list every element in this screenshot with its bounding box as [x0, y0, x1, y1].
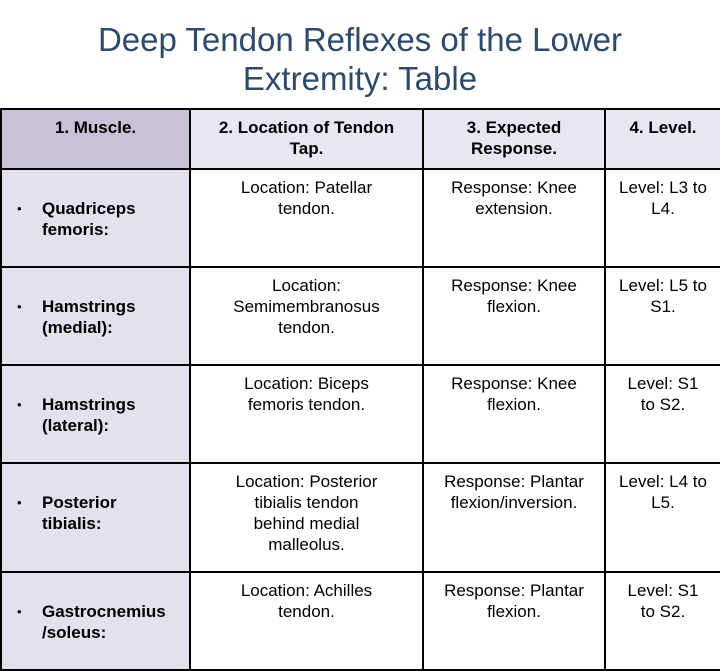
response-cell: Response: Knee flexion.: [422, 364, 606, 464]
muscle-cell: • Hamstrings (medial):: [0, 266, 191, 366]
muscle-cell: • Hamstrings (lateral):: [0, 364, 191, 464]
location-cell: Location: Patellar tendon.: [189, 168, 424, 268]
muscle-label: Hamstrings (lateral):: [42, 395, 136, 435]
col-header-level: 4. Level.: [604, 108, 720, 170]
level-cell: Level: S1 to S2.: [604, 571, 720, 671]
table-row: • Hamstrings (lateral): Location: Biceps…: [0, 364, 720, 464]
col-header-response: 3. Expected Response.: [422, 108, 606, 170]
level-cell: Level: L5 to S1.: [604, 266, 720, 366]
page-title-line-1: Deep Tendon Reflexes of the Lower: [97, 21, 623, 58]
bullet-icon: •: [17, 201, 22, 216]
muscle-cell: • Gastrocnemius /soleus:: [0, 571, 191, 671]
page-title: Deep Tendon Reflexes of the Lower Extrem…: [0, 20, 720, 98]
table-row: • Gastrocnemius /soleus: Location: Achil…: [0, 571, 720, 671]
table-header-row: 1. Muscle. 2. Location of Tendon Tap. 3.…: [0, 108, 720, 170]
bullet-icon: •: [17, 397, 22, 412]
bullet-icon: •: [17, 495, 22, 510]
table-row: • Hamstrings (medial): Location: Semimem…: [0, 266, 720, 366]
muscle-label: Gastrocnemius /soleus:: [42, 602, 166, 642]
muscle-label: Hamstrings (medial):: [42, 297, 136, 337]
muscle-cell: • Posterior tibialis:: [0, 462, 191, 573]
location-cell: Location: Achilles tendon.: [189, 571, 424, 671]
muscle-label: Quadriceps femoris:: [42, 199, 136, 239]
response-cell: Response: Plantar flexion/inversion.: [422, 462, 606, 573]
response-cell: Response: Plantar flexion.: [422, 571, 606, 671]
col-header-location: 2. Location of Tendon Tap.: [189, 108, 424, 170]
table-row: • Posterior tibialis: Location: Posterio…: [0, 462, 720, 573]
reflex-table: 1. Muscle. 2. Location of Tendon Tap. 3.…: [0, 108, 720, 671]
level-cell: Level: L3 to L4.: [604, 168, 720, 268]
page-title-line-2: Extremity: Table: [242, 60, 478, 97]
response-cell: Response: Knee extension.: [422, 168, 606, 268]
muscle-label: Posterior tibialis:: [42, 493, 117, 533]
table-row: • Quadriceps femoris: Location: Patellar…: [0, 168, 720, 268]
bullet-icon: •: [17, 604, 22, 619]
response-cell: Response: Knee flexion.: [422, 266, 606, 366]
level-cell: Level: L4 to L5.: [604, 462, 720, 573]
muscle-cell: • Quadriceps femoris:: [0, 168, 191, 268]
location-cell: Location: Posterior tibialis tendon behi…: [189, 462, 424, 573]
level-cell: Level: S1 to S2.: [604, 364, 720, 464]
location-cell: Location: Biceps femoris tendon.: [189, 364, 424, 464]
bullet-icon: •: [17, 299, 22, 314]
location-cell: Location: Semimembranosus tendon.: [189, 266, 424, 366]
col-header-muscle: 1. Muscle.: [0, 108, 191, 170]
